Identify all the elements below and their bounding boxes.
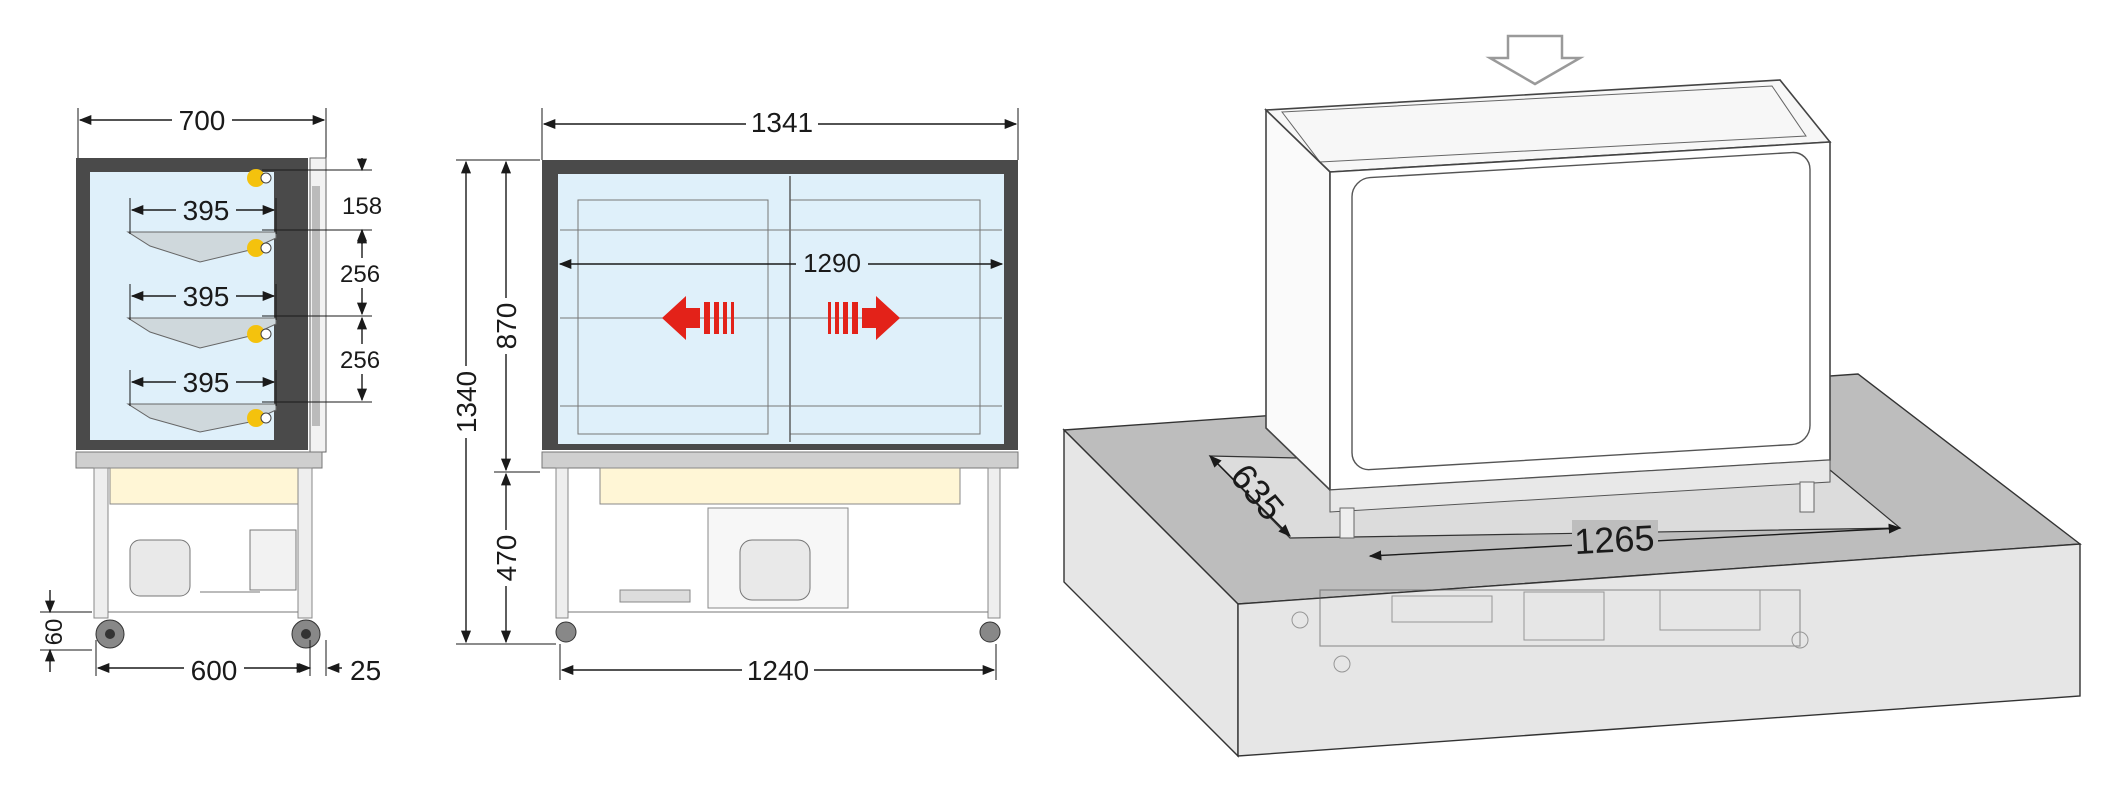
offset-label: 25: [350, 655, 381, 686]
cabinet-glass-panel: [1351, 151, 1811, 471]
cabinet-front: [1329, 141, 1831, 491]
shelf-depth-label-3: 395: [183, 367, 230, 398]
caster-wheel-icon: [979, 621, 1001, 643]
side-width-label: 700: [179, 105, 226, 136]
base-width-label: 1240: [747, 655, 809, 686]
side-view: 700 395 39: [40, 104, 386, 686]
front-width-label: 1341: [751, 107, 813, 138]
lamp-icon: [247, 169, 272, 427]
counter-front-side: [1237, 543, 2081, 757]
front-glass: [558, 174, 1004, 444]
cabinet-side: [1265, 108, 1331, 492]
spacing-label-2: 256: [340, 261, 380, 288]
shelf-depth-label-2: 395: [183, 281, 230, 312]
front-view: 1341 1290: [451, 106, 1019, 686]
spacing-label-3: 256: [340, 347, 380, 374]
inner-width-label: 1290: [803, 248, 861, 278]
lower-height-label: 470: [491, 535, 522, 582]
foot-height-label: 60: [41, 619, 68, 646]
stand-ghost: [1291, 589, 1809, 673]
slide-right-arrow-icon: [828, 296, 900, 340]
down-arrow-icon: [1485, 34, 1585, 86]
spacing-label-1: 158: [342, 193, 382, 220]
cutout-width-label: 1265: [1573, 517, 1655, 562]
upper-height-label: 870: [491, 303, 522, 350]
slide-left-arrow-icon: [662, 296, 734, 340]
compressor-icon: [739, 539, 811, 601]
compressor-icon: [129, 539, 191, 597]
total-height-label: 1340: [451, 371, 482, 433]
shelf-depth-label-1: 395: [183, 195, 230, 226]
caster-wheel-icon: [555, 621, 577, 643]
install-view: 635 1265: [1062, 34, 2082, 758]
base-depth-label: 600: [191, 655, 238, 686]
